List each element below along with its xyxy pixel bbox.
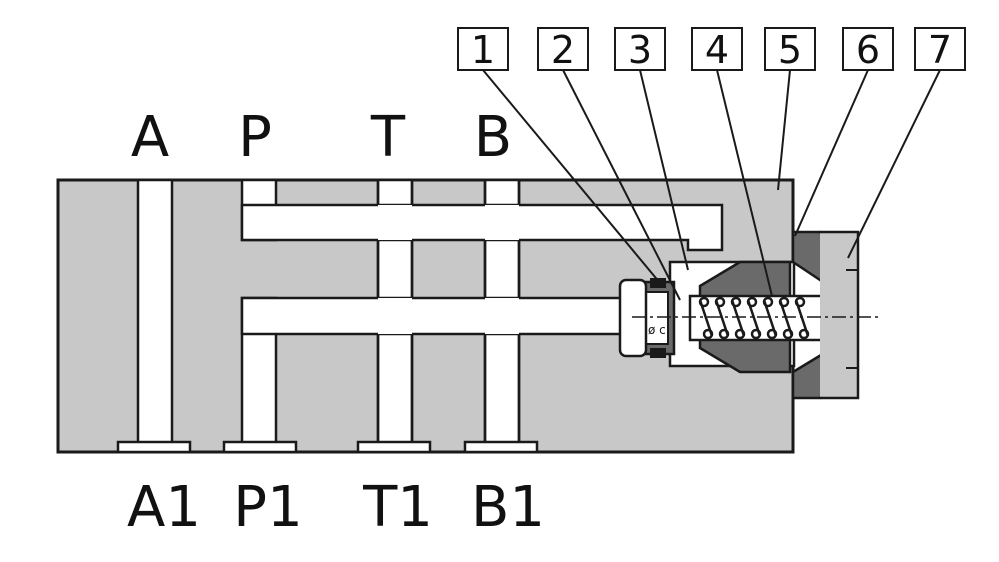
callout-1: 1 [457, 27, 509, 72]
callout-4: 4 [691, 27, 743, 72]
port-label-b: B [474, 105, 512, 170]
channel-lower [240, 296, 630, 336]
port-label-p1: P1 [233, 475, 302, 540]
svg-text:7: 7 [928, 28, 952, 72]
port-label-t: T [370, 105, 406, 170]
channel-upper [240, 203, 724, 252]
svg-text:ø c: ø c [648, 323, 666, 337]
port-label-b1: B1 [471, 475, 545, 540]
svg-text:4: 4 [705, 28, 729, 72]
callout-7: 7 [914, 27, 966, 72]
port-label-a1: A1 [127, 475, 201, 540]
callout-leaders [482, 69, 941, 301]
port-label-t1: T1 [362, 475, 433, 540]
svg-text:2: 2 [551, 28, 575, 72]
callout-6: 6 [842, 27, 894, 72]
svg-text:1: 1 [471, 28, 495, 72]
callout-5: 5 [764, 27, 816, 72]
left-cap [618, 278, 648, 358]
spring [698, 296, 810, 340]
callout-3: 3 [614, 27, 666, 72]
port-label-a: A [131, 105, 169, 170]
svg-text:6: 6 [856, 28, 880, 72]
port-label-p: P [238, 105, 272, 170]
passage-a [136, 178, 174, 454]
svg-text:3: 3 [628, 28, 652, 72]
bottom-port-seals [116, 440, 539, 454]
svg-text:5: 5 [778, 28, 802, 72]
nut-hex [820, 230, 860, 400]
callout-2: 2 [537, 27, 589, 72]
